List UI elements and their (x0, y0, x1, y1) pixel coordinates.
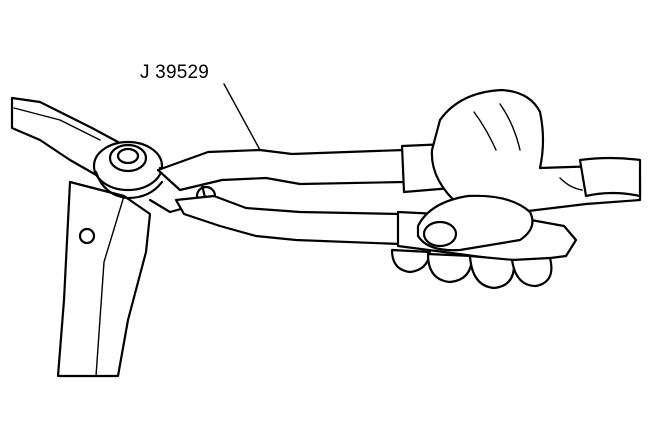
socket-base (94, 170, 164, 200)
bracket-flange (95, 195, 125, 377)
finger-3 (468, 254, 516, 290)
mounting-bracket (56, 180, 152, 378)
lower-jaw (174, 194, 402, 246)
socket-ball (116, 147, 140, 165)
hand-wrist (578, 156, 642, 198)
bracket-hole (78, 227, 96, 245)
tool-part-number-label: J 39529 (140, 62, 210, 83)
finger-2 (426, 252, 474, 284)
knuckle-lines (473, 103, 583, 191)
hand-thumb (416, 194, 534, 252)
upper-jaw (156, 148, 406, 192)
finger-4 (510, 256, 553, 288)
linkage-arm-edge (13, 107, 101, 141)
finger-1 (390, 248, 432, 274)
thumbnail (422, 220, 458, 248)
callout-leader (223, 83, 261, 151)
